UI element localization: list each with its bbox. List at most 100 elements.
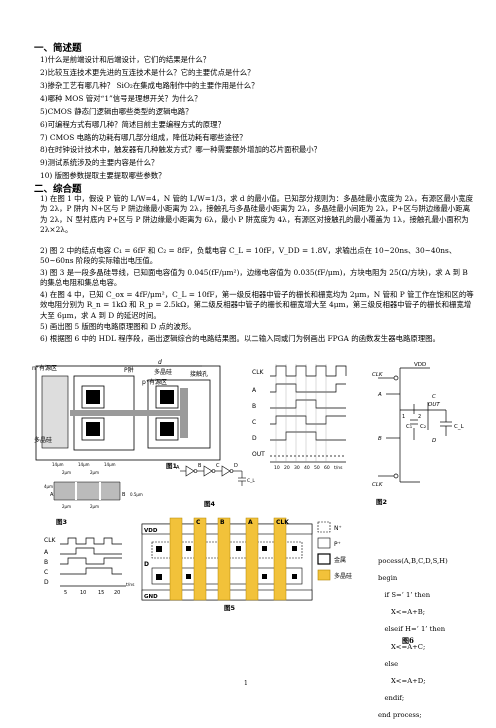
fig3-right-dim: 0.5μm	[130, 492, 143, 497]
fig4-node-c: C	[216, 463, 220, 469]
figure1-layout: n⁺有源区 P阱 d 多晶硅 p⁺有源区 接触孔 多晶硅 图1	[32, 359, 221, 470]
q1-3: 3)掺杂工艺有哪几种？ SiO₂在集成电路制作中的主要作用是什么？	[40, 81, 259, 90]
q2-1: 1) 在图 1 中，假设 P 管的 L/W=4，N 管的 L/W=1/3，求 d…	[40, 194, 474, 235]
q2-2: 2) 图 2 中的结点电容 C₁ = 6fF 和 C₂ = 8fF，负载电容 C…	[40, 246, 457, 266]
fig6-code-line-10: end process;	[378, 711, 422, 720]
section2-title: 二、综合题	[34, 184, 82, 195]
q2-3: 3) 图 3 是一段多晶硅导线，已知面电容值为 0.045(fF/μm²)，边缘…	[40, 268, 468, 288]
fig1-poly-top-label: 多晶硅	[154, 368, 172, 376]
q1-7: 7) CMOS 电路的功耗有哪几部分组成，降低功耗有哪些途径？	[40, 133, 247, 142]
figure5-layout: VDD GND C B A CLK D N⁺ P⁺ 金属 多晶硅 图5	[141, 517, 352, 612]
fig4-node-b: B	[198, 463, 202, 469]
fig6-code-line-2: begin	[378, 573, 398, 582]
fig1-contact-label: 接触孔	[190, 370, 208, 378]
fig5-sig-clk: CLK	[44, 537, 57, 544]
fig2-sig-clk: CLK	[252, 369, 265, 376]
fig2-vdd: VDD	[414, 362, 426, 368]
fig6-code-line-7: else	[378, 659, 399, 668]
q1-9: 9)测试系统涉及的主要内容是什么？	[40, 158, 159, 167]
fig3-dim-mid-1: 2μm	[62, 470, 71, 475]
fig4-node-d: D	[234, 463, 238, 469]
q1-2: 2)比较互连技术更先进的互连技术是什么？它的主要优点是什么？	[40, 68, 255, 77]
fig1-n-active-label: n⁺有源区	[32, 364, 57, 372]
q1-6: 6)可编程方式有哪几种？简述目前主要编程方式的原理？	[40, 120, 225, 129]
fig5-caption: 图5	[224, 603, 236, 612]
fig5-tick-20: 20	[114, 590, 120, 596]
fig1-p-well-label: P阱	[124, 366, 134, 374]
fig5-top-a: A	[248, 519, 253, 526]
q1-4: 4)哪种 MOS 管对“1”信号是理想开关？为什么？	[40, 94, 202, 103]
fig3-left-dim: 4μm	[44, 484, 53, 489]
fig3-dim-top-2: 14μm	[78, 462, 90, 467]
fig2-sig-out: OUT	[252, 451, 265, 458]
figure3-poly-wire: 14μm 14μm 14μm 2μm 2μm 4μm A B 0.5μm 2μm…	[44, 462, 143, 526]
fig6-code-line-9: endif;	[378, 694, 405, 703]
fig3-dim-mid-2: 2μm	[90, 470, 99, 475]
fig2-node1: 1	[402, 414, 405, 420]
fig2-caption: 图2	[376, 497, 387, 506]
fig5-legend-metal: 金属	[334, 556, 346, 564]
fig3-dim-top-3: 14μm	[104, 462, 116, 467]
fig5-sig-d: D	[44, 579, 49, 586]
fig6-code-line-4: X<=A+B;	[378, 608, 426, 617]
q1-1: 1)什么是前端设计和后端设计，它们的结果是什么？	[40, 55, 211, 64]
fig4-cl: C_L	[247, 478, 255, 484]
section1-title: 一、简述题	[34, 43, 82, 54]
fig2-sig-b: B	[252, 403, 256, 410]
fig5-legend-n: N⁺	[334, 525, 342, 532]
fig2-tick-30: 30	[294, 465, 300, 471]
fig1-caption: 图1	[166, 461, 178, 470]
fig3-bottom-2: 2μm	[90, 504, 99, 509]
q2-6: 6) 根据图 6 中的 HDL 程序段，画出逻辑综合的电路结果图。以二输入同或门…	[40, 334, 440, 343]
fig2-in-a: A	[377, 392, 382, 398]
fig4-caption: 图4	[204, 499, 216, 508]
fig6-caption: 图6	[402, 636, 414, 645]
fig5-tick-5: 5	[64, 590, 67, 596]
fig2-tick-10: 10	[274, 465, 280, 471]
fig3-bottom-1: 2μm	[62, 504, 71, 509]
figure2-waveform-circuit: CLK A B C D OUT 10 20 30 40 50 60 t/ns	[252, 362, 465, 506]
fig2-sig-a: A	[252, 387, 257, 394]
fig5-sig-c: C	[44, 569, 48, 576]
fig3-caption: 图3	[56, 517, 67, 526]
q1-10: 10) 版图参数提取主要提取哪些参数？	[40, 171, 166, 180]
fig3-b: B	[122, 492, 126, 498]
fig2-in-b: B	[378, 436, 382, 442]
fig6-code-line-3: if S=‘ 1’ then	[378, 590, 431, 599]
fig2-sig-c: C	[252, 419, 256, 426]
fig2-in-d: D	[432, 438, 436, 444]
fig5-gnd: GND	[144, 594, 158, 600]
q1-5: 5)CMOS 静态门逻辑由哪些类型的逻辑电路？	[40, 107, 193, 116]
fig6-code-line-5: elseif H=‘ 1’ then	[378, 625, 446, 634]
fig5-tick-15: 15	[98, 590, 104, 596]
fig5-legend-p: P⁺	[334, 541, 341, 548]
fig3-dim-top-1: 14μm	[52, 462, 64, 467]
figure5-waveform: CLK A B C D 5 10 15 20 t/ns	[44, 537, 135, 596]
fig1-d-label: d	[158, 359, 162, 366]
fig5-tick-10: 10	[80, 590, 86, 596]
fig5-top-b: B	[220, 519, 225, 526]
q2-4: 4) 在图 4 中，已知 C_ox = 4fF/μm²，C_L = 10fF，第…	[40, 290, 474, 320]
fig2-c1: C₁	[406, 424, 412, 430]
fig5-vdd: VDD	[144, 528, 158, 534]
page-number: 1	[244, 680, 248, 687]
fig6-code-line-6: X<=A+C;	[378, 642, 426, 651]
fig1-p-active-label: p⁺有源区	[142, 378, 167, 386]
fig2-tick-40: 40	[304, 465, 310, 471]
fig2-in-c: C	[432, 394, 436, 400]
fig5-top-c: C	[196, 519, 201, 526]
fig5-top-clk: CLK	[276, 519, 289, 526]
fig2-cl: C_L	[454, 424, 465, 430]
fig2-clk-bottom: CLK	[372, 482, 383, 488]
fig2-c2: C₂	[420, 424, 426, 430]
fig2-tick-50: 50	[314, 465, 320, 471]
fig1-poly-bottom-label: 多晶硅	[34, 436, 52, 444]
fig6-code-line-1: pocess(A,B,C,D,S,H)	[378, 556, 448, 565]
fig2-clk-top: CLK	[372, 372, 383, 378]
q1-8: 8)在时钟设计技术中，触发器有几种触发方式？哪一种需要额外增加的芯片面积最小？	[40, 145, 322, 154]
q2-5: 5) 画出图 5 版图的电路原理图和 D 点的波形。	[40, 322, 196, 331]
fig2-unit: t/ns	[334, 465, 343, 471]
fig5-unit: t/ns	[126, 582, 135, 588]
fig5-sig-a: A	[44, 549, 49, 556]
fig2-tick-60: 60	[324, 465, 330, 471]
